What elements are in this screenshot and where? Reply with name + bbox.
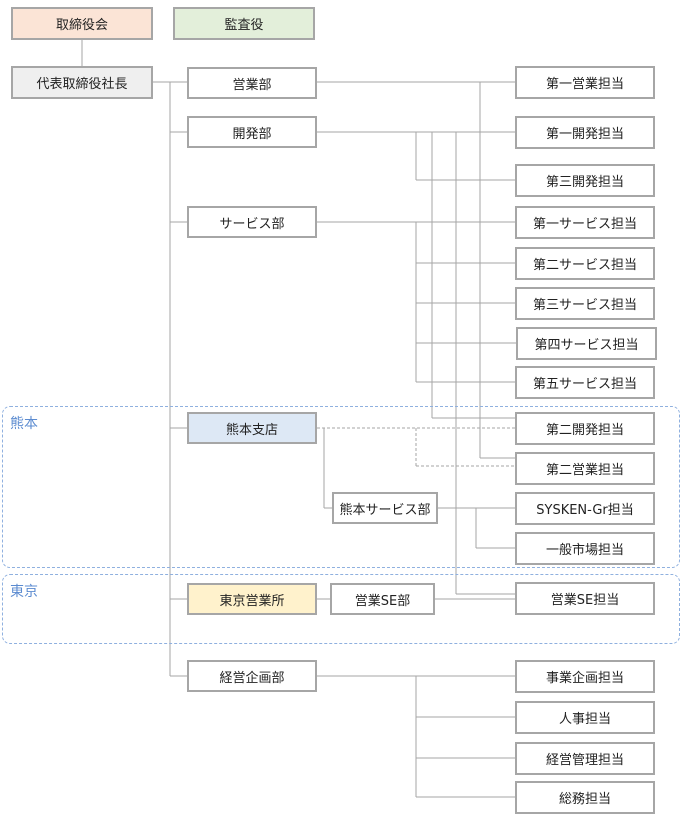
team-svc3-box: 第三サービス担当 — [515, 287, 655, 320]
kumamoto-region — [2, 406, 680, 568]
team-dev2-box: 第二開発担当 — [515, 412, 655, 445]
team-sales1-box: 第一営業担当 — [515, 66, 655, 99]
team-dev3-box: 第三開発担当 — [515, 164, 655, 197]
team-mgmt-box: 経営管理担当 — [515, 742, 655, 775]
team-sales2-box: 第二営業担当 — [515, 452, 655, 485]
team-hr-box: 人事担当 — [515, 701, 655, 734]
auditor-box: 監査役 — [173, 7, 315, 40]
dev-dept-box: 開発部 — [187, 116, 317, 148]
tokyo-office-box: 東京営業所 — [187, 583, 317, 615]
team-dev1-box: 第一開発担当 — [515, 116, 655, 149]
tokyo-region — [2, 574, 680, 644]
service-dept-box: サービス部 — [187, 206, 317, 238]
team-svc1-box: 第一サービス担当 — [515, 206, 655, 239]
sales-dept-box: 営業部 — [187, 67, 317, 99]
president-box: 代表取締役社長 — [11, 66, 153, 99]
planning-dept-box: 経営企画部 — [187, 660, 317, 692]
kumamoto-branch-box: 熊本支店 — [187, 412, 317, 444]
team-sales-se-box: 営業SE担当 — [515, 582, 655, 615]
team-svc4-box: 第四サービス担当 — [516, 327, 657, 360]
kumamoto-region-label: 熊本 — [10, 416, 38, 432]
team-general-box: 総務担当 — [515, 781, 655, 814]
team-market-box: 一般市場担当 — [515, 532, 655, 565]
kumamoto-service-dept-box: 熊本サービス部 — [332, 492, 438, 524]
sales-se-dept-box: 営業SE部 — [330, 583, 435, 615]
team-svc5-box: 第五サービス担当 — [515, 366, 655, 399]
tokyo-region-label: 東京 — [10, 584, 38, 600]
team-biz-plan-box: 事業企画担当 — [515, 660, 655, 693]
board-of-directors-box: 取締役会 — [11, 7, 153, 40]
team-sysken-box: SYSKEN-Gr担当 — [515, 492, 655, 525]
team-svc2-box: 第二サービス担当 — [515, 247, 655, 280]
